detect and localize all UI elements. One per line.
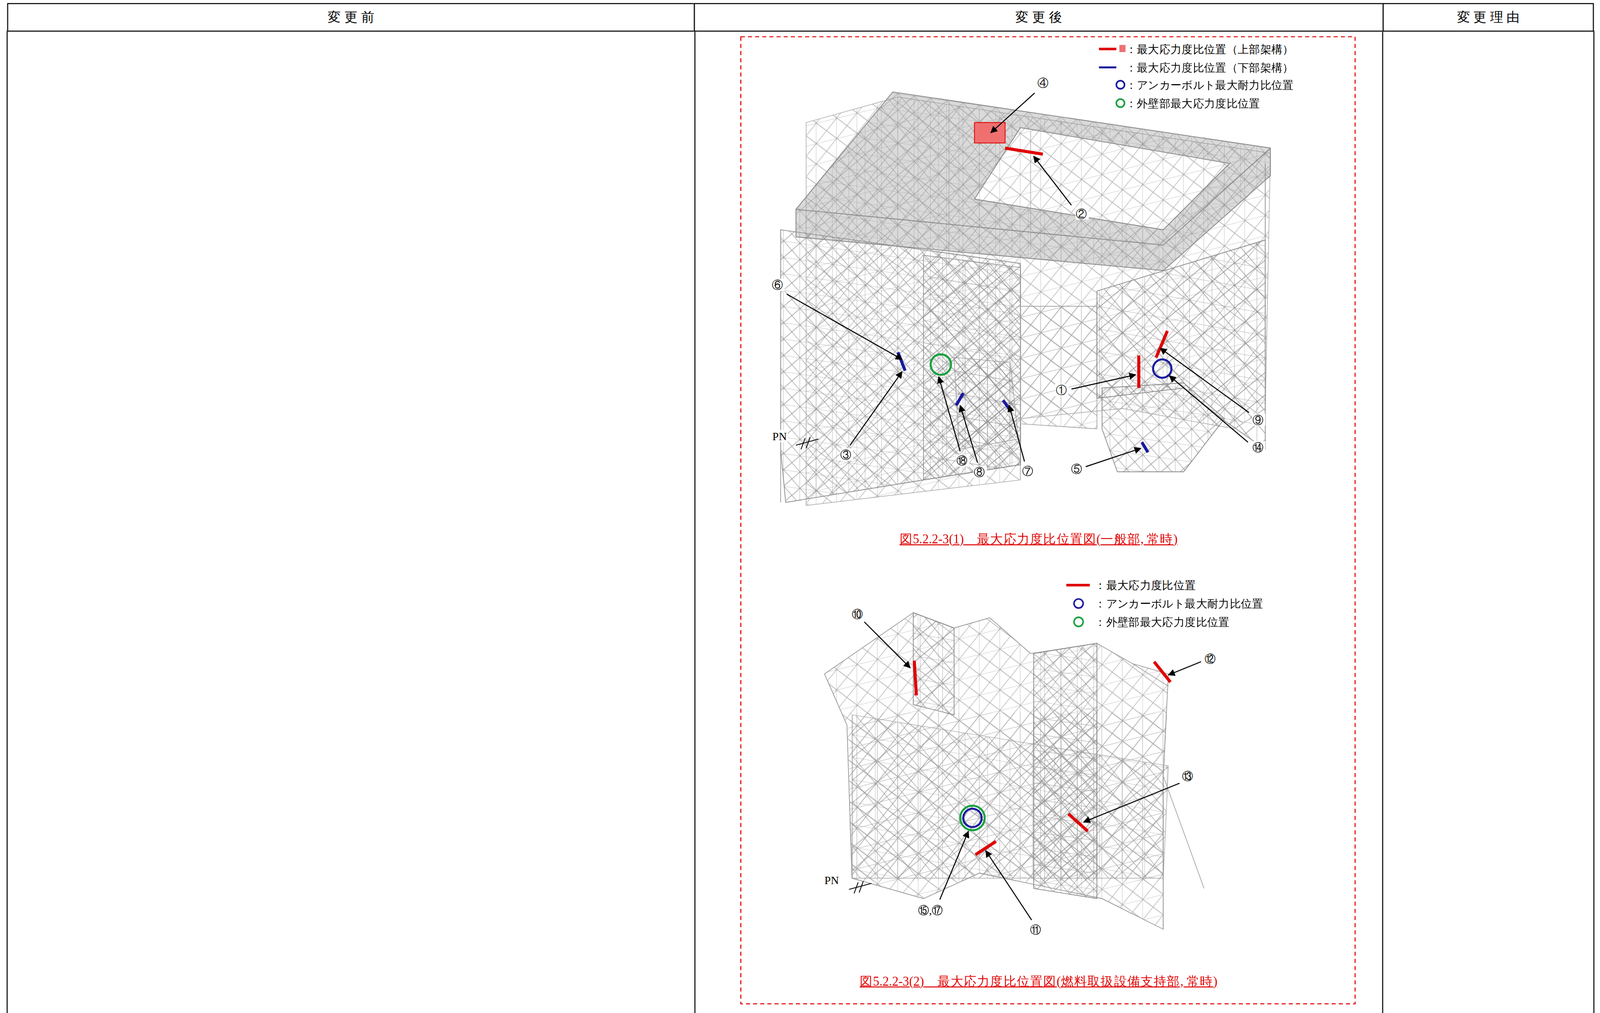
callout-number: ⑤	[1069, 462, 1084, 475]
callout-number: ⑭	[1251, 441, 1265, 454]
header-text: 変 更 後	[1015, 8, 1062, 27]
truss-model-general	[780, 92, 1271, 506]
callout-number: ⑧	[972, 465, 986, 478]
callout-number: ②	[1075, 207, 1089, 220]
callout-number: ⑥	[770, 278, 784, 291]
header-cell: 変 更 理 由	[1382, 3, 1595, 32]
leader-lines-general	[786, 93, 1249, 467]
truss-model-fuel-handling	[824, 612, 1205, 930]
callout-number: ⑦	[1021, 464, 1035, 477]
legend-text: ：最大応力度比位置（上部架構）	[1125, 42, 1294, 57]
legend-text: ：アンカーボルト最大耐力比位置	[1094, 596, 1263, 611]
figure-caption: 図5.2.2-3(1) 最大応力度比位置図(一般部, 常時)	[899, 531, 1178, 547]
legend-samples-fuel	[1066, 584, 1090, 627]
header-cell: 変 更 後	[694, 3, 1384, 32]
legend-text: ：外壁部最大応力度比位置	[1125, 96, 1261, 110]
change-frame	[740, 36, 1355, 1004]
callout-number: ④	[1036, 76, 1050, 89]
legend-text: ：外壁部最大応力度比位置	[1094, 615, 1230, 629]
header-text: 変 更 理 由	[1456, 8, 1521, 27]
legend-text: ：アンカーボルト最大耐力比位置	[1125, 78, 1294, 93]
callout-number: ③	[839, 447, 853, 461]
header-cell: 変 更 前	[7, 3, 696, 32]
callout-number: ⑪	[1028, 922, 1043, 935]
callout-number: ⑱	[955, 454, 969, 467]
callout-number: PN	[771, 429, 788, 442]
north-symbol	[796, 436, 819, 450]
table-grid	[7, 30, 1595, 1013]
callout-number: ⑬	[1180, 769, 1195, 782]
callout-number: ①	[1054, 383, 1068, 396]
legend-text: ：最大応力度比位置（下部架構）	[1125, 60, 1294, 75]
stress-markers-general	[898, 122, 1172, 453]
callout-number: ⑨	[1251, 413, 1265, 426]
header-text: 変 更 前	[327, 8, 374, 27]
north-symbol	[849, 881, 872, 894]
leader-lines-fuel	[864, 621, 1201, 920]
callout-number: ⑮,⑰	[916, 903, 945, 916]
callout-number: ⑫	[1203, 652, 1217, 665]
callout-number: ⑩	[850, 607, 864, 620]
figure-caption: 図5.2.2-3(2) 最大応力度比位置図(燃料取扱設備支持部, 常時)	[859, 973, 1218, 989]
callout-number: PN	[823, 873, 840, 886]
stress-markers-fuel	[914, 660, 1171, 855]
legend-text: ：最大応力度比位置	[1094, 578, 1196, 593]
legend-samples-general	[1098, 44, 1127, 107]
